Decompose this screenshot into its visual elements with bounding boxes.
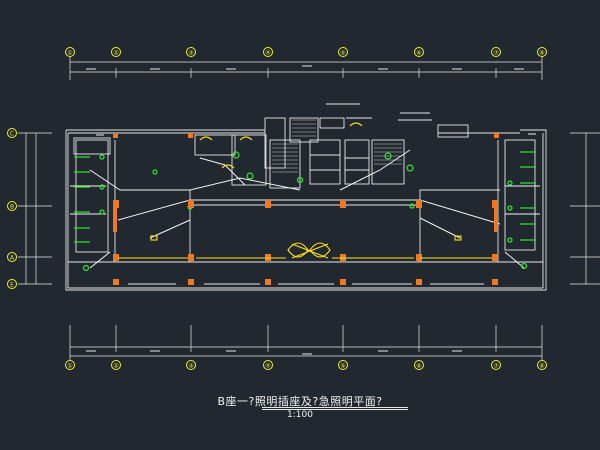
grid-top-8-label: ⑧ [539, 50, 544, 57]
grid-left-A-label: A [10, 255, 15, 262]
grid-left-C-label: C [10, 131, 14, 138]
grid-left-B-label: B [10, 204, 14, 211]
drawing-scale: 1:100 [287, 410, 313, 420]
grid-bottom-5-circle [338, 360, 348, 370]
grid-bottom-1-circle [65, 360, 75, 370]
grid-bottom-1-label: ① [67, 363, 72, 370]
grid-bottom-4-label: ④ [265, 363, 270, 370]
grid-top-8-circle [537, 47, 547, 57]
grid-bottom-4-circle [263, 360, 273, 370]
grid-top-6-label: ⑥ [416, 50, 421, 57]
top-dimension-lines [69, 56, 543, 80]
grid-bubbles-left: C B A E [7, 128, 17, 289]
grid-bottom-2-label: ② [113, 363, 119, 370]
left-dimension-lines [18, 132, 52, 285]
grid-bottom-7-circle [491, 360, 501, 370]
grid-left-C-circle [7, 128, 17, 138]
grid-bottom-8-circle [537, 360, 547, 370]
bottom-dimension-lines [69, 325, 543, 360]
grid-top-7-label: ⑦ [493, 50, 499, 57]
grid-bottom-5-label: ⑤ [340, 363, 345, 370]
drawing-title: B座一?照明插座及?急照明平面? [217, 395, 383, 408]
grid-top-3-circle [186, 47, 196, 57]
grid-bottom-7-label: ⑦ [493, 363, 499, 370]
grid-bottom-3-circle [186, 360, 196, 370]
building-outline [65, 117, 547, 291]
annotation-marks [86, 65, 536, 355]
grid-top-3-label: ③ [188, 50, 193, 57]
grid-bubbles-top: ① ② ③ ④ ⑤ ⑥ ⑦ ⑧ [65, 47, 547, 57]
grid-top-2-label: ② [113, 50, 119, 57]
grid-top-1-label: ① [67, 50, 72, 57]
grid-top-7-circle [491, 47, 501, 57]
light-fixtures [74, 151, 536, 272]
title-underline [262, 407, 408, 408]
title-underline-second [262, 409, 408, 410]
grid-bubbles-bottom: ① ② ③ ④ ⑤ ⑥ ⑦ ⑧ [65, 360, 547, 370]
grid-bottom-6-label: ⑥ [416, 363, 421, 370]
grid-left-B-circle [7, 201, 17, 211]
grid-top-2-circle [111, 47, 121, 57]
grid-top-5-label: ⑤ [340, 50, 345, 57]
grid-bottom-3-label: ③ [188, 363, 193, 370]
stair-hatch [272, 119, 402, 173]
wiring-runs [70, 149, 540, 269]
grid-top-4-circle [263, 47, 273, 57]
grid-left-E-circle [7, 279, 17, 289]
grid-top-5-circle [338, 47, 348, 57]
grid-bottom-2-circle [111, 360, 121, 370]
right-dimension-lines [570, 132, 600, 285]
grid-bottom-6-circle [414, 360, 424, 370]
grid-top-6-circle [414, 47, 424, 57]
doors-and-entrance [118, 122, 492, 259]
grid-top-1-circle [65, 47, 75, 57]
grid-left-E-label: E [10, 282, 14, 289]
grid-bottom-8-label: ⑧ [539, 363, 544, 370]
grid-left-A-circle [7, 252, 17, 262]
grid-top-4-label: ④ [265, 50, 270, 57]
